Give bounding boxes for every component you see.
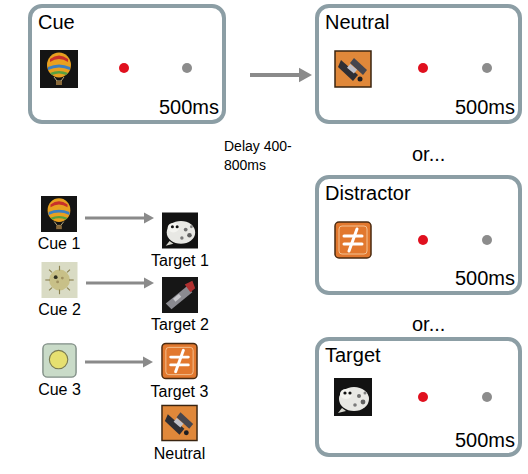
- delay-label: Delay 400-800ms: [224, 137, 304, 175]
- stimulus-caption: Target 2: [151, 316, 209, 334]
- arrow-line: [86, 282, 146, 285]
- screen-title: Cue: [38, 11, 75, 33]
- duration-label: 500ms: [455, 429, 515, 451]
- stimulus-caption: Target 3: [151, 383, 209, 401]
- arrow-connector: [85, 357, 153, 368]
- stimulus-caption: Cue 2: [38, 301, 81, 319]
- stimulus-caption: Cue 1: [38, 235, 81, 253]
- stimulus-caption: Target 1: [151, 252, 209, 270]
- or-label: or...: [412, 143, 445, 165]
- arrow-head: [143, 357, 153, 368]
- arrow-head: [144, 213, 154, 224]
- arrow-line: [85, 361, 145, 364]
- arrow-head: [144, 278, 154, 289]
- arrow-connector: [85, 213, 154, 224]
- duration-label: 500ms: [455, 267, 515, 289]
- screen-title: Target: [325, 344, 381, 366]
- stimulus-caption: Neutral: [154, 445, 206, 463]
- or-label: or...: [412, 313, 445, 335]
- duration-label: 500ms: [455, 96, 515, 118]
- arrow-line: [250, 73, 301, 77]
- stimulus-caption: Cue 3: [38, 381, 81, 399]
- arrow-connector: [250, 68, 312, 82]
- arrow-line: [85, 217, 146, 220]
- screen-title: Neutral: [325, 11, 389, 33]
- arrow-connector: [86, 278, 154, 289]
- arrow-head: [299, 68, 312, 82]
- duration-label: 500ms: [159, 96, 219, 118]
- screen-title: Distractor: [325, 182, 411, 204]
